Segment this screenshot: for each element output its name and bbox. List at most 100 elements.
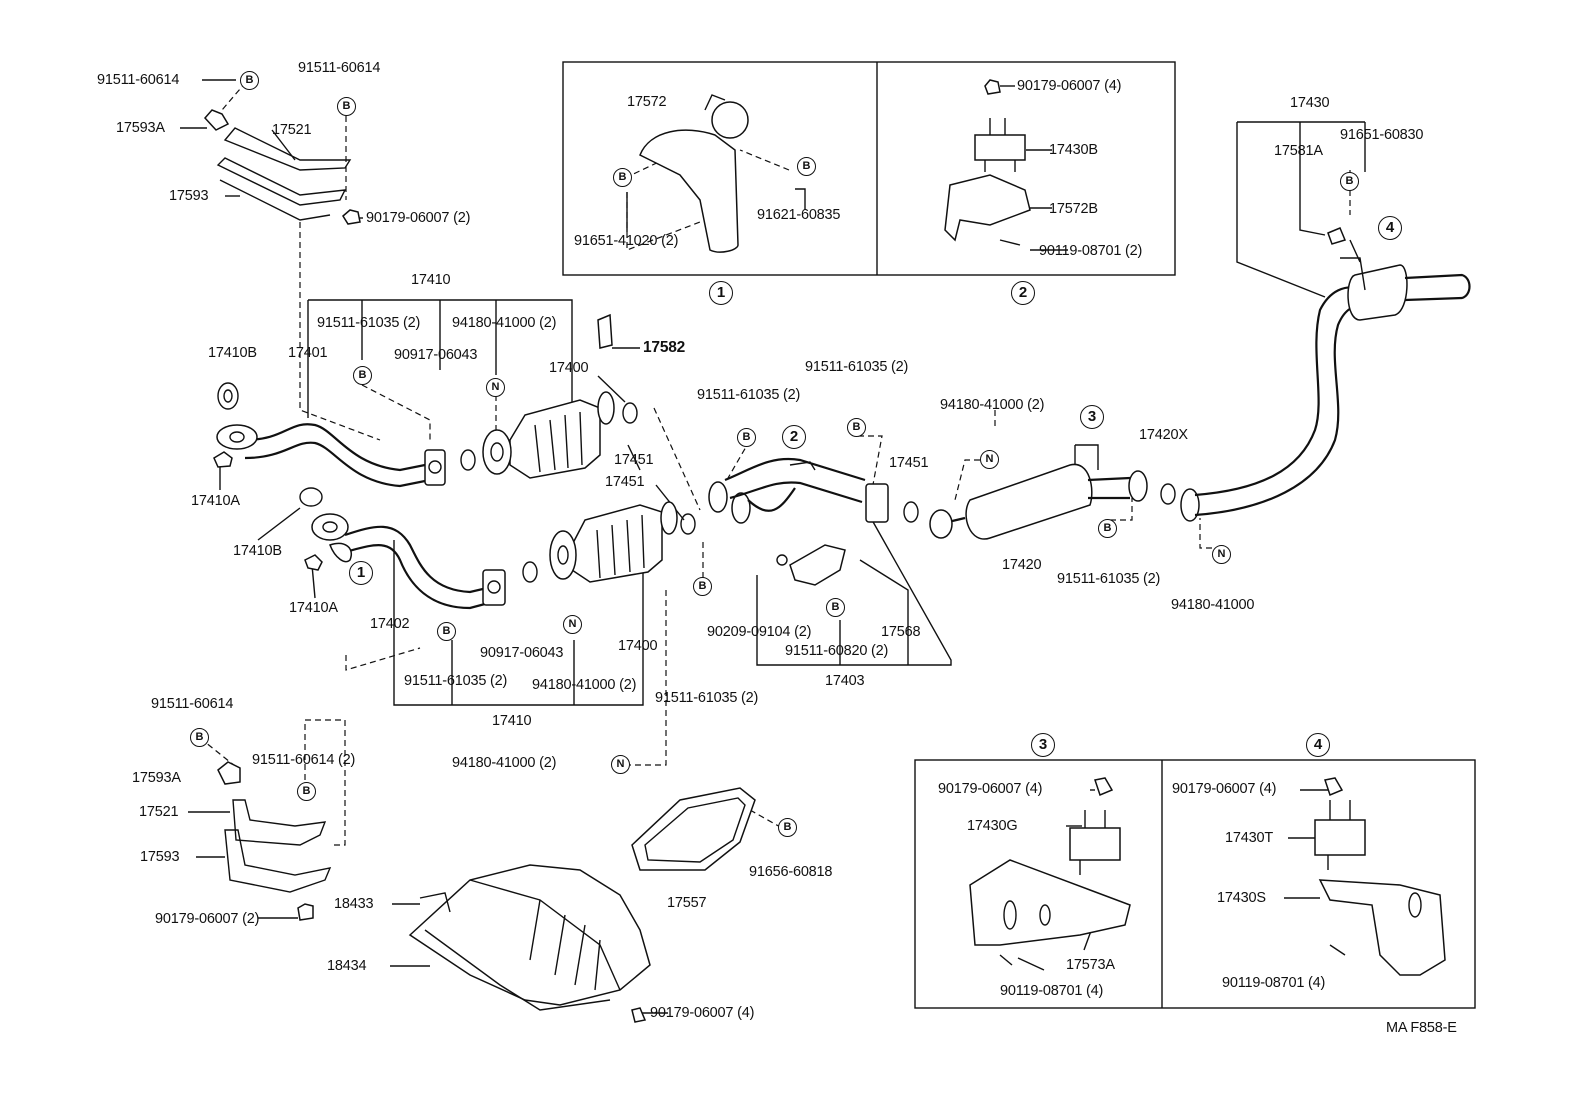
main-muffler-17420 [929, 444, 1148, 540]
ref-symbol-n: N [486, 378, 505, 397]
ref-symbol-n: N [1212, 545, 1231, 564]
inset-1-bracket [639, 94, 749, 253]
part-label: 17593A [116, 120, 165, 136]
part-label: 17430 [1290, 95, 1330, 111]
inset-4-mount [1314, 777, 1446, 976]
part-label: 91511-61035 (2) [1057, 571, 1161, 587]
part-label: 17581A [1274, 143, 1323, 159]
inset-3-label: 90119-08701 (4) [1000, 983, 1104, 999]
part-label: 17410 [492, 713, 532, 729]
inset-3-label: 90179-06007 (4) [938, 781, 1043, 797]
callout-4: 4 [1378, 216, 1402, 240]
part-label: 17451 [614, 452, 654, 468]
part-label: 17420 [1002, 557, 1042, 573]
part-label: 17400 [549, 360, 589, 376]
part-label: 90917-06043 [480, 645, 564, 661]
part-label: 17401 [288, 345, 328, 361]
diagram-code: MA F858-E [1386, 1020, 1457, 1036]
inset-title-4: 4 [1306, 733, 1330, 757]
part-label: 17451 [605, 474, 645, 490]
ref-symbol-n: N [980, 450, 999, 469]
callout-1: 1 [349, 561, 373, 585]
callout-2: 2 [782, 425, 806, 449]
ref-symbol-b: B [797, 157, 816, 176]
part-label: 91511-61035 (2) [655, 690, 759, 706]
part-label: 17557 [667, 895, 707, 911]
tail-pipe-17430 [1180, 239, 1471, 522]
part-label: 17410B [233, 543, 282, 559]
ref-symbol-b: B [826, 598, 845, 617]
part-label: 91656-60818 [749, 864, 833, 880]
bracket-17410-bottom [393, 540, 644, 706]
part-label: 17451 [889, 455, 929, 471]
part-label: 90179-06007 (4) [650, 1005, 755, 1021]
part-label: 91651-60830 [1340, 127, 1424, 143]
ref-symbol-b: B [1098, 519, 1117, 538]
inset-3-mount [969, 777, 1131, 966]
catalytic-converter-upper [482, 391, 615, 479]
bracket-17410-top [307, 299, 573, 420]
part-label: 91511-61035 (2) [317, 315, 421, 331]
part-label: 90209-09104 (2) [707, 624, 812, 640]
part-label: 94180-41000 (2) [532, 677, 637, 693]
part-label: 94180-41000 (2) [452, 315, 557, 331]
inset-1-label: 91651-41020 (2) [574, 233, 679, 249]
small-hardware [203, 109, 1347, 1023]
callout-3: 3 [1080, 405, 1104, 429]
inset-2-label: 17430B [1049, 142, 1098, 158]
inset-2-label: 90119-08701 (2) [1039, 243, 1143, 259]
dashed-leaders [199, 81, 1351, 846]
label-leaders [180, 79, 1330, 1014]
inset-2-label: 17572B [1049, 201, 1098, 217]
ref-symbol-b: B [613, 168, 632, 187]
part-label: 91511-60820 (2) [785, 643, 889, 659]
bracket-17430 [1236, 121, 1366, 298]
inset-3-label: 17430G [967, 818, 1018, 834]
inset-4-label: 90179-06007 (4) [1172, 781, 1277, 797]
front-pipe-17401 [216, 423, 446, 488]
inset-box-1-2 [562, 61, 1176, 276]
part-label: 90917-06043 [394, 347, 478, 363]
inset-4-label: 90119-08701 (4) [1222, 975, 1326, 991]
part-label: 91511-60614 [97, 72, 180, 88]
part-label: 17410B [208, 345, 257, 361]
ref-symbol-n: N [611, 755, 630, 774]
inset-4-label: 17430T [1225, 830, 1273, 846]
part-label: 17402 [370, 616, 410, 632]
part-label: 17410 [411, 272, 451, 288]
part-label: 90179-06007 (2) [155, 911, 260, 927]
part-label: 94180-41000 (2) [452, 755, 557, 771]
inset-1-label: 17572 [627, 94, 667, 110]
part-label: 18433 [334, 896, 374, 912]
part-label: 17410A [289, 600, 338, 616]
ref-symbol-b: B [190, 728, 209, 747]
inset-4-label: 17430S [1217, 890, 1266, 906]
part-label: 91511-61035 (2) [697, 387, 801, 403]
ref-symbol-b: B [1340, 172, 1359, 191]
part-label: 17593 [169, 188, 209, 204]
ref-symbol-b: B [778, 818, 797, 837]
part-label: 17420X [1139, 427, 1188, 443]
ref-symbol-b: B [240, 71, 259, 90]
part-label: 17521 [272, 122, 312, 138]
part-label: 17582 [643, 339, 686, 356]
bracket-17403 [756, 519, 952, 666]
center-pipe-17403 [708, 457, 889, 586]
heat-insulator-top [216, 127, 352, 221]
ref-symbol-b: B [353, 366, 372, 385]
part-label: 17593 [140, 849, 180, 865]
inset-2-label: 90179-06007 (4) [1017, 78, 1122, 94]
heat-insulator-bottom [224, 799, 332, 893]
gaskets [213, 382, 1176, 583]
front-pipe-17402 [311, 513, 506, 610]
part-label: 91511-60614 [298, 60, 381, 76]
inset-title-1: 1 [709, 281, 733, 305]
ref-symbol-b: B [737, 428, 756, 447]
part-label: 91511-61035 (2) [404, 673, 508, 689]
part-label: 91511-60614 (2) [252, 752, 356, 768]
catalytic-converter-lower [549, 501, 678, 583]
inset-3-label: 17573A [1066, 957, 1115, 973]
part-label: 91511-61035 (2) [805, 359, 909, 375]
ref-symbol-n: N [563, 615, 582, 634]
